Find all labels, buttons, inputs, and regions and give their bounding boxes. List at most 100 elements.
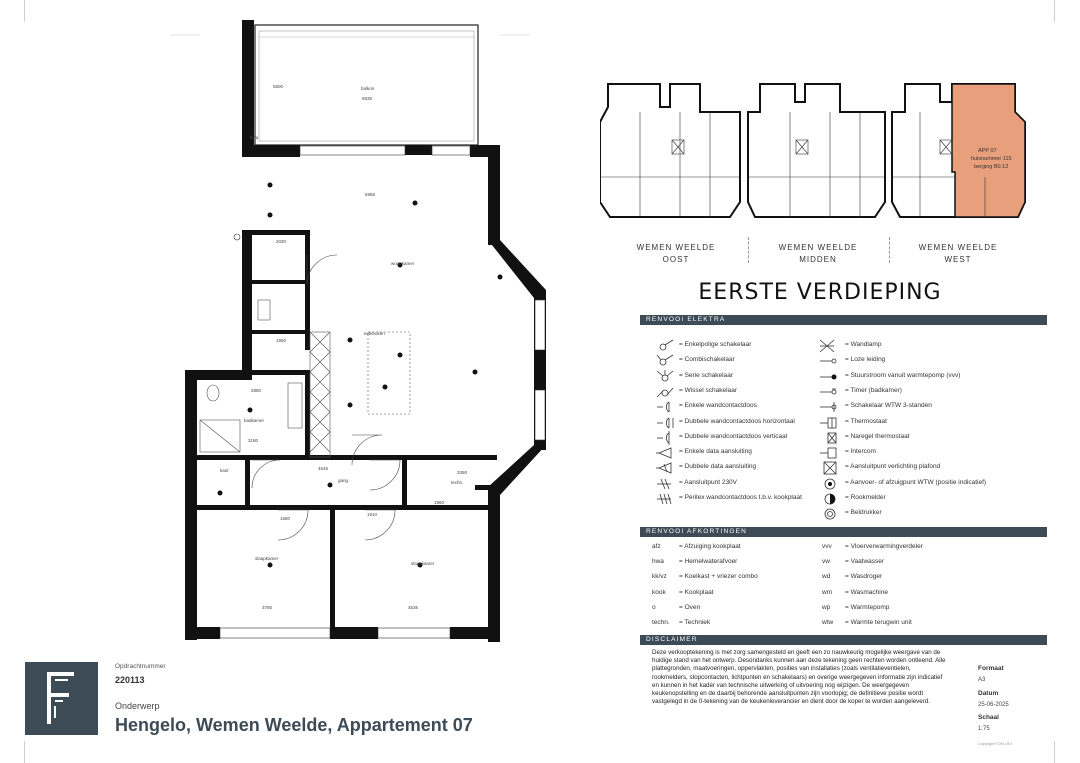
elektra-legend-item: = Enkelpolige schakelaar bbox=[679, 341, 752, 348]
windows bbox=[219, 145, 546, 639]
elektra-legend-item: = Serie schakelaar bbox=[679, 371, 734, 379]
scale-label: Schaal bbox=[978, 714, 999, 721]
format-value: A3 bbox=[978, 677, 986, 683]
dim-balkon: 6935 bbox=[362, 96, 373, 101]
dim-2: 5500 bbox=[273, 84, 284, 89]
scale-value: 1:75 bbox=[978, 726, 990, 732]
elektra-legend-item: = Stuurstroom vanuit warmtepomp (vvv) bbox=[845, 371, 961, 379]
crop-mark-top-right bbox=[1054, 0, 1077, 22]
abbreviation-description: = Oven bbox=[679, 603, 701, 611]
elektra-symbol-icon bbox=[818, 353, 842, 367]
room-label-kast: kast bbox=[220, 468, 229, 473]
bathroom-fixtures bbox=[199, 299, 303, 453]
abbreviation-description: = Kookplaat bbox=[679, 588, 714, 596]
disclaimer-text: Deze verkooptekening is met zorg samenge… bbox=[652, 649, 946, 706]
elektra-legend-item: = Dubbele wandcontactdoos horizontaal bbox=[679, 417, 795, 425]
exterior-walls bbox=[185, 20, 546, 642]
elektra-legend-item: = Rookmelder bbox=[845, 494, 886, 501]
abbreviation-description: = Wasmachine bbox=[845, 588, 888, 596]
elektra-symbol-icon bbox=[818, 338, 842, 353]
elektra-legend-item: = Thermostaat bbox=[845, 417, 887, 425]
abbreviation-code: wtw bbox=[822, 619, 834, 626]
abbreviation-code: vw bbox=[822, 558, 830, 566]
elektra-symbol-icon bbox=[655, 399, 679, 413]
abbreviation-code: afz bbox=[652, 543, 661, 550]
plan-north-arrow bbox=[233, 233, 241, 241]
elektra-symbol-icon bbox=[818, 399, 842, 413]
kitchen bbox=[309, 331, 411, 458]
wing-divider-1 bbox=[748, 237, 749, 263]
dim-5: 2880 bbox=[251, 388, 262, 393]
room-label-balkon: balkon bbox=[361, 86, 375, 91]
elektra-legend-item: = Timer (badkamer) bbox=[845, 386, 902, 394]
abbreviation-code: hwa bbox=[652, 558, 664, 566]
date-label: Datum bbox=[978, 690, 999, 697]
elektra-symbol-icon bbox=[818, 445, 842, 459]
elektra-symbol-icon bbox=[818, 430, 842, 444]
dim-3: 2030 bbox=[276, 239, 287, 244]
building-overview bbox=[600, 83, 1026, 218]
floor-title: EERSTE VERDIEPING bbox=[698, 280, 942, 305]
dim-8: 3350 bbox=[457, 470, 468, 475]
abbreviation-description: = Techniek bbox=[679, 619, 711, 626]
abbreviation-code: vvv bbox=[822, 543, 832, 550]
elektra-legend-item: = Aansluitpunt verlichting plafond bbox=[845, 463, 941, 471]
elektra-symbol-icon bbox=[655, 415, 679, 429]
date-value: 25-06-2025 bbox=[978, 702, 1009, 708]
abbreviation-description: = Wasdroger bbox=[845, 573, 883, 581]
elektra-legend-item: = Wandlamp bbox=[845, 341, 882, 348]
logo-f-icon bbox=[47, 672, 74, 724]
unit-storage: berging B0.12 bbox=[974, 164, 1009, 170]
abbreviation-code: kk/vz bbox=[652, 573, 667, 581]
crop-mark-bottom-left bbox=[2, 741, 25, 763]
elektra-symbol-icon bbox=[818, 369, 842, 383]
order-number: 220113 bbox=[115, 675, 145, 685]
elektra-legend-item: = Naregel thermostaat bbox=[845, 432, 910, 440]
order-number-label: Opdrachtnummer bbox=[115, 663, 166, 670]
unit-house-number: huisnummer 115 bbox=[971, 156, 1012, 162]
elektra-legend-item: = Combischakelaar bbox=[679, 356, 735, 364]
abbreviation-code: wd bbox=[822, 573, 831, 581]
dim-7: 4545 bbox=[318, 466, 329, 471]
elektra-symbol-icon bbox=[655, 491, 679, 505]
interior-walls bbox=[197, 230, 497, 635]
abbreviation-code: techn. bbox=[652, 619, 670, 626]
abbreviation-code: kook bbox=[652, 588, 666, 596]
elektra-legend-item: = Schakelaar WTW 3-standen bbox=[845, 402, 932, 410]
elektra-legend-item: = Intercom bbox=[845, 448, 876, 456]
room-label-eetkeuken: eetkeuken bbox=[364, 331, 385, 336]
crop-mark-bottom-right bbox=[1054, 741, 1077, 763]
elektra-legend-item: = Enkele data aansluiting bbox=[679, 448, 752, 456]
light-points bbox=[217, 182, 503, 568]
elektra-symbol-icon bbox=[655, 430, 679, 445]
elektra-legend-item: = Dubbele data aansluiting bbox=[679, 463, 757, 471]
wing-oost-line1: WEMEN WEELDE bbox=[636, 243, 716, 252]
elektra-symbol-icon bbox=[818, 476, 842, 490]
abbreviation-description: = Vloerverwarmingverdeler bbox=[845, 543, 923, 550]
copyright: Copyright FOKU BV bbox=[978, 742, 1012, 746]
wing-oost-line2: OOST bbox=[662, 255, 690, 264]
unit-name: APP 07 bbox=[978, 148, 997, 154]
abbreviation-code: wp bbox=[822, 603, 831, 611]
elektra-symbol-icon bbox=[655, 384, 679, 398]
room-label-slaapkamer-2: slaapkamer bbox=[411, 561, 435, 566]
room-label-gang: gang bbox=[338, 478, 349, 483]
abbreviation-code: o bbox=[652, 603, 656, 611]
section-header-afkortingen: RENVOOI AFKORTINGEN bbox=[640, 527, 1047, 537]
elektra-legend-item: = Beldrukker bbox=[845, 509, 882, 517]
elektra-symbol-icon bbox=[818, 415, 842, 429]
section-header-disclaimer: DISCLAIMER bbox=[640, 635, 1047, 645]
elektra-symbol-icon bbox=[655, 338, 679, 352]
subject-title: Hengelo, Wemen Weelde, Appartement 07 bbox=[115, 715, 473, 735]
format-label: Formaat bbox=[978, 665, 1004, 672]
abbreviation-description: = Koelkast + vriezer combo bbox=[679, 573, 758, 581]
highlighted-unit bbox=[951, 83, 1026, 218]
dim-13: 1680 bbox=[280, 516, 291, 521]
elektra-symbol-icon bbox=[655, 353, 679, 367]
elektra-symbol-icon bbox=[655, 476, 679, 490]
elektra-legend-item: = Aansluitpunt 230V bbox=[679, 478, 738, 486]
dim-6: 3180 bbox=[248, 438, 259, 443]
label-hwa-1: hwa bbox=[250, 135, 259, 140]
